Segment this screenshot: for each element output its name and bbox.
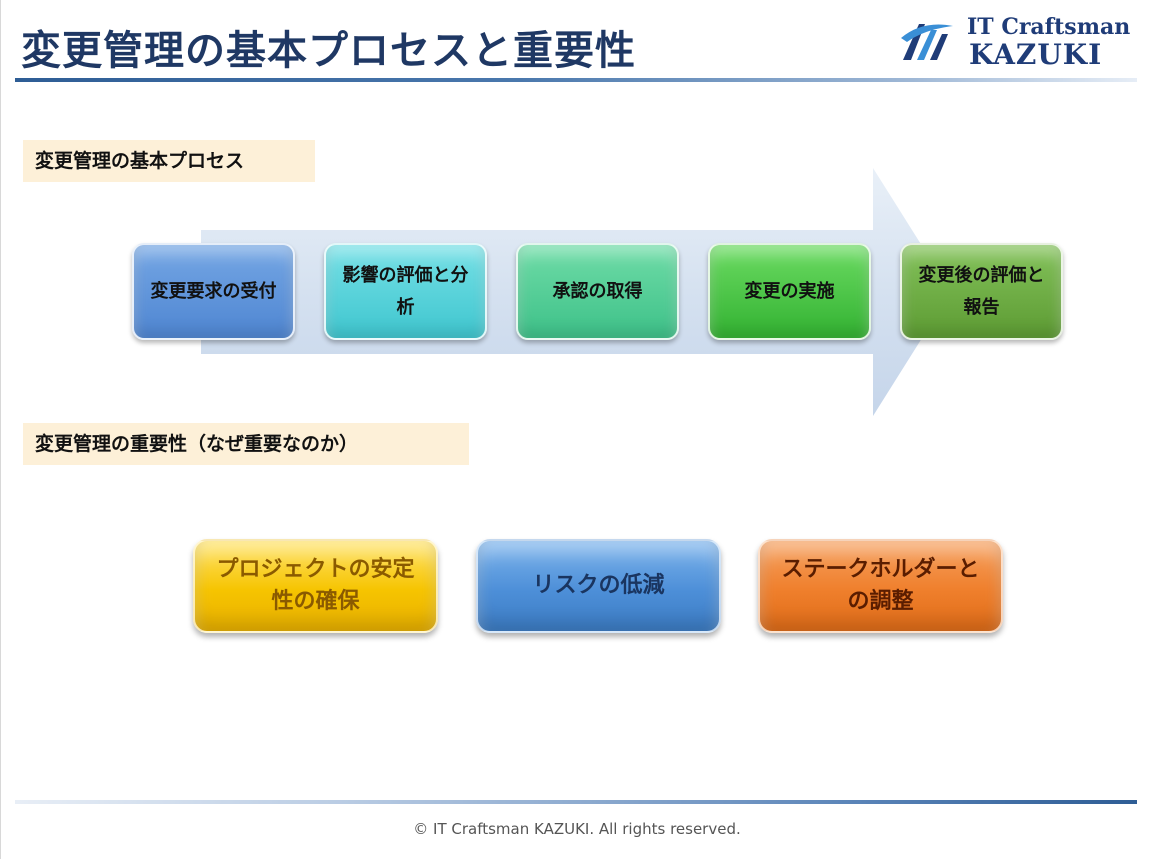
- footer-copyright: © IT Craftsman KAZUKI. All rights reserv…: [413, 820, 741, 838]
- company-logo: IT Craftsman KAZUKI: [897, 12, 1131, 71]
- process-step-label: 影響の評価と分析: [342, 264, 469, 318]
- importance-item-risk-reduction: リスクの低減: [476, 539, 721, 633]
- importance-heading: 変更管理の重要性（なぜ重要なのか）: [23, 423, 469, 465]
- process-step-review-report: 変更後の評価と報告: [900, 243, 1063, 340]
- logo-mark-icon: [901, 24, 953, 60]
- logo-text-line1: IT Craftsman: [967, 14, 1131, 40]
- process-heading: 変更管理の基本プロセス: [23, 140, 315, 182]
- process-step-label: 変更要求の受付: [150, 280, 277, 302]
- importance-item-stakeholder-coordination: ステークホルダーとの調整: [758, 539, 1003, 633]
- importance-item-label: プロジェクトの安定性の確保: [216, 557, 415, 614]
- logo-text-line2: KAZUKI: [969, 38, 1103, 71]
- importance-item-stability: プロジェクトの安定性の確保: [193, 539, 438, 633]
- process-step-label: 変更の実施: [744, 280, 835, 302]
- importance-item-label: ステークホルダーとの調整: [781, 557, 980, 614]
- process-step-receive-request: 変更要求の受付: [132, 243, 295, 340]
- process-step-label: 承認の取得: [552, 280, 643, 302]
- process-step-impact-analysis: 影響の評価と分析: [324, 243, 487, 340]
- title-divider: [15, 78, 1137, 82]
- importance-item-label: リスクの低減: [532, 573, 665, 598]
- process-step-approval: 承認の取得: [516, 243, 679, 340]
- process-step-label: 変更後の評価と報告: [918, 264, 1045, 318]
- process-step-implementation: 変更の実施: [708, 243, 871, 340]
- footer-divider: [15, 800, 1137, 804]
- page-title: 変更管理の基本プロセスと重要性: [21, 28, 636, 74]
